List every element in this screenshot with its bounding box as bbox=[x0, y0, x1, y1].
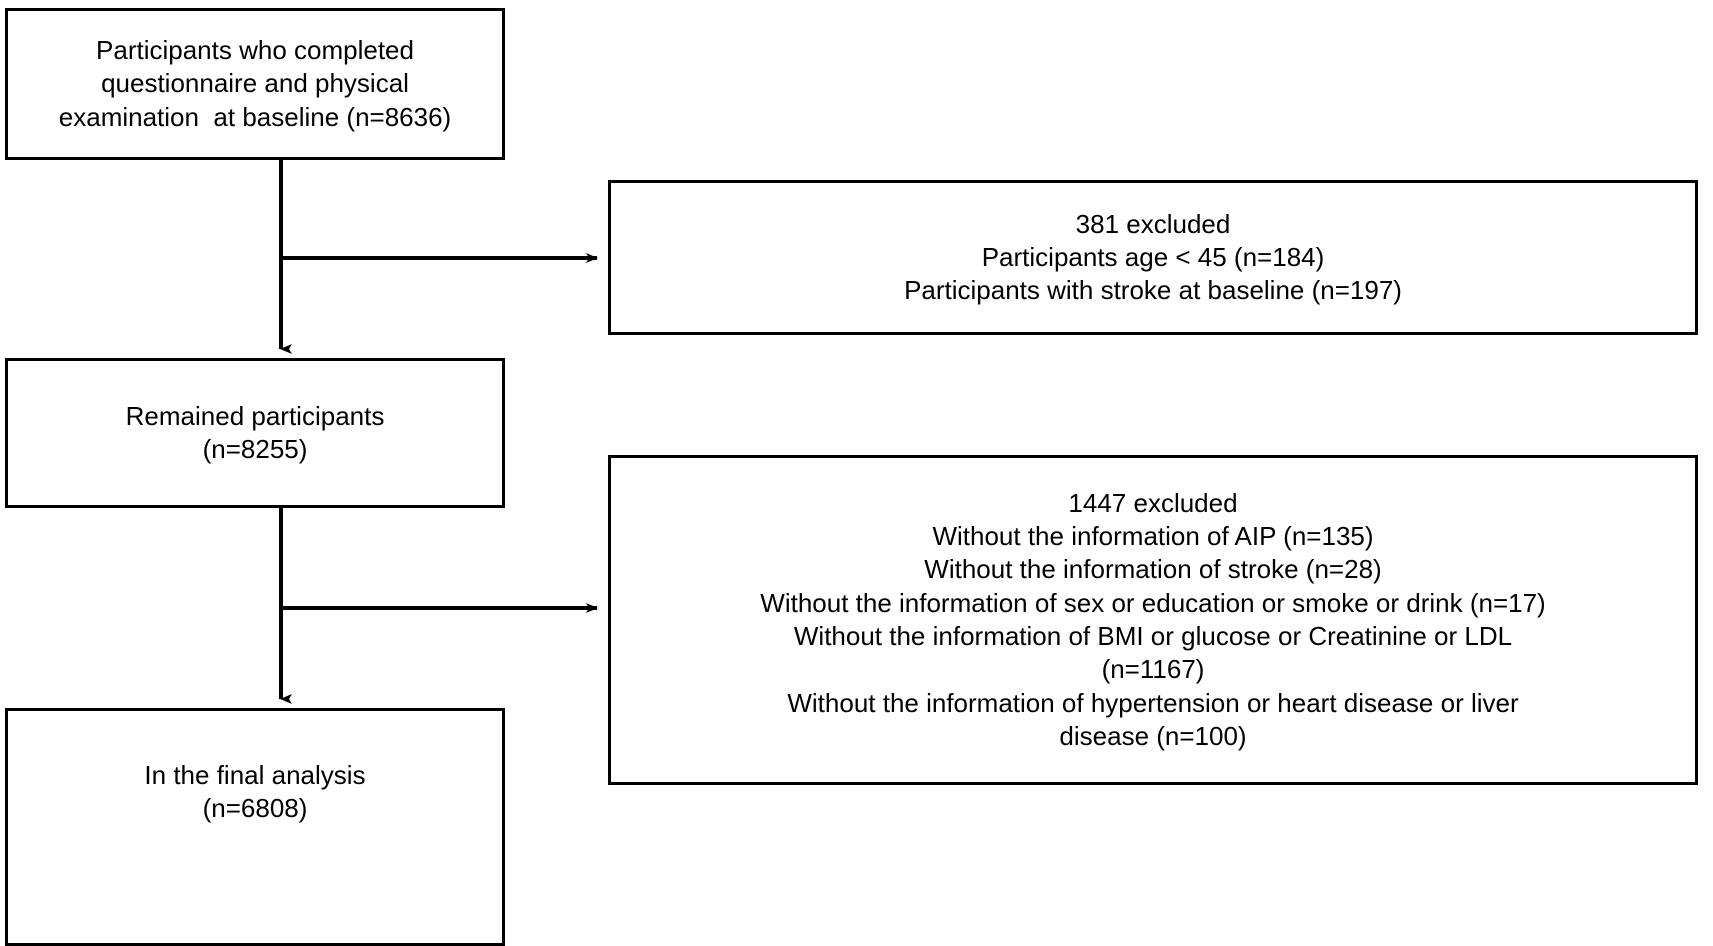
excluded-2-reason-3: Without the information of sex or educat… bbox=[760, 587, 1546, 618]
excluded-2-reason-1: Without the information of AIP (n=135) bbox=[932, 521, 1374, 552]
node-participants-baseline: Participants who completed questionnaire… bbox=[5, 8, 505, 160]
node-first-exclusion: 381 excluded Participants age < 45 (n=18… bbox=[608, 180, 1698, 335]
excluded-1-reason-1: Participants age < 45 (n=184) bbox=[981, 241, 1325, 272]
node-remained-line-2: (n=8255) bbox=[202, 434, 308, 464]
excluded-2-reason-5a: Without the information of hypertension … bbox=[787, 687, 1519, 718]
excluded-1-reason-2: Participants with stroke at baseline (n=… bbox=[904, 275, 1402, 306]
excluded-2-reason-5b: disease (n=100) bbox=[1059, 720, 1247, 751]
node-second-exclusion: 1447 excluded Without the information of… bbox=[608, 455, 1698, 785]
node-final-analysis: In the final analysis (n=6808) bbox=[5, 708, 505, 946]
node-final-line-2: (n=6808) bbox=[202, 793, 308, 824]
node-baseline-line-2: questionnaire and physical bbox=[101, 68, 409, 99]
excluded-2-reason-2: Without the information of stroke (n=28) bbox=[924, 554, 1382, 585]
node-baseline-line-1: Participants who completed bbox=[96, 35, 414, 66]
node-final-line-1: In the final analysis bbox=[144, 760, 366, 790]
excluded-2-reason-4b: (n=1167) bbox=[1101, 654, 1205, 685]
excluded-2-total: 1447 excluded bbox=[1068, 487, 1238, 518]
node-remained-line-1: Remained participants bbox=[125, 400, 385, 431]
node-baseline-line-3: examination at baseline (n=8636) bbox=[58, 101, 452, 132]
node-remained-participants: Remained participants (n=8255) bbox=[5, 358, 505, 508]
excluded-2-reason-4a: Without the information of BMI or glucos… bbox=[793, 621, 1513, 651]
excluded-1-total: 381 excluded bbox=[1075, 208, 1231, 239]
